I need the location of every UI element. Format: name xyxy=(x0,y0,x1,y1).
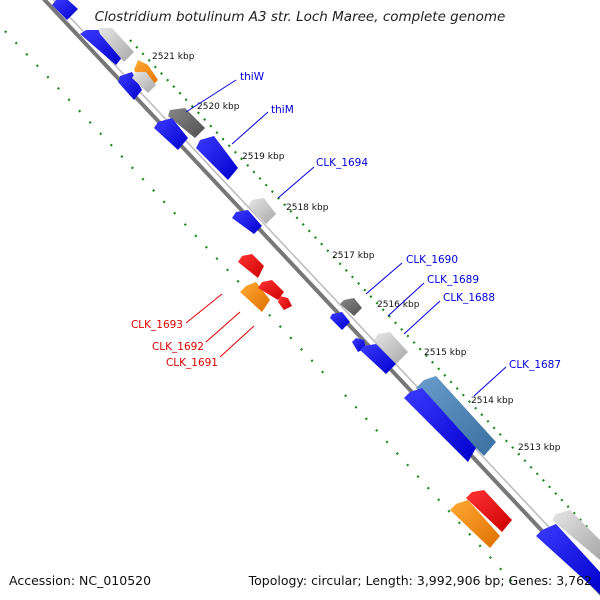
kbp-label-2516: 2516 kbp xyxy=(377,300,420,310)
gene-forward-gray-bottom[interactable] xyxy=(552,510,600,560)
gene-forward-top-gray[interactable] xyxy=(98,28,134,62)
backbone-line-outer xyxy=(41,0,600,596)
gene-forward-blue-d[interactable] xyxy=(330,312,350,330)
gene-forward-top-blue-2[interactable] xyxy=(80,30,124,65)
gene-label-clk1688[interactable]: CLK_1688 xyxy=(443,292,495,304)
leader-clk1692 xyxy=(205,311,241,343)
gene-reverse-red-a[interactable] xyxy=(238,254,264,278)
gene-reverse-red-bottom[interactable] xyxy=(466,490,512,532)
gene-forward-blue-f[interactable] xyxy=(404,388,476,462)
gene-forward-blue-b[interactable] xyxy=(154,118,188,150)
gene-clk1692[interactable] xyxy=(258,280,284,300)
gene-clk1687[interactable] xyxy=(416,376,496,456)
leader-clk1693 xyxy=(185,293,223,324)
gene-reverse-orange-bottom[interactable] xyxy=(450,500,500,548)
tick-track-inner xyxy=(4,30,331,381)
gene-label-clk1689[interactable]: CLK_1689 xyxy=(427,274,479,286)
gene-clk1688[interactable] xyxy=(374,332,408,364)
kbp-label-2517: 2517 kbp xyxy=(332,251,375,261)
gene-forward-blue-c[interactable] xyxy=(232,210,262,234)
gene-forward-top-blue[interactable] xyxy=(52,0,78,20)
gene-label-clk1691[interactable]: CLK_1691 xyxy=(166,357,218,369)
gene-forward-blue-bottom[interactable] xyxy=(536,524,600,594)
kbp-label-2519: 2519 kbp xyxy=(242,152,285,162)
kbp-label-2518: 2518 kbp xyxy=(286,203,329,213)
gene-clk1690[interactable] xyxy=(340,298,362,316)
gene-label-clk1690[interactable]: CLK_1690 xyxy=(406,254,458,266)
gene-forward-blue-e[interactable] xyxy=(360,344,396,374)
kbp-label-2520: 2520 kbp xyxy=(197,102,240,112)
kbp-label-2515: 2515 kbp xyxy=(424,348,467,358)
leader-clk1688 xyxy=(403,300,441,335)
gene-forward-blue-a[interactable] xyxy=(118,72,142,100)
gene-clk1693[interactable] xyxy=(240,282,270,312)
leader-thiW xyxy=(185,79,237,113)
kbp-label-2513: 2513 kbp xyxy=(518,443,561,453)
tick-track-outer xyxy=(129,39,591,531)
gene-label-clk1693[interactable]: CLK_1693 xyxy=(131,319,183,331)
leader-thiM xyxy=(231,111,269,145)
gene-clk1691[interactable] xyxy=(278,296,292,310)
gene-forward-gray-a[interactable] xyxy=(132,72,156,93)
kbp-label-2521: 2521 kbp xyxy=(152,52,195,62)
gene-thiW[interactable] xyxy=(168,108,205,138)
leader-clk1694 xyxy=(277,166,315,199)
map-title: Clostridium botulinum A3 str. Loch Maree… xyxy=(94,9,506,25)
gene-label-clk1687[interactable]: CLK_1687 xyxy=(509,359,561,371)
leader-clk1687 xyxy=(473,366,507,397)
gene-label-thiW[interactable]: thiW xyxy=(240,71,265,83)
kbp-label-2514: 2514 kbp xyxy=(471,396,514,406)
backbone-line-inner xyxy=(52,0,600,583)
genome-summary-text: Topology: circular; Length: 3,992,906 bp… xyxy=(248,573,592,588)
leader-clk1690 xyxy=(365,262,403,295)
gene-thiM[interactable] xyxy=(196,136,238,180)
accession-text: Accession: NC_010520 xyxy=(9,573,152,588)
gene-label-clk1692[interactable]: CLK_1692 xyxy=(152,341,204,353)
leader-clk1691 xyxy=(219,325,255,358)
gene-clk1694[interactable] xyxy=(248,198,276,224)
gene-label-thiM[interactable]: thiM xyxy=(271,104,294,116)
leader-clk1689 xyxy=(387,282,425,317)
gene-label-clk1694[interactable]: CLK_1694 xyxy=(316,157,368,169)
